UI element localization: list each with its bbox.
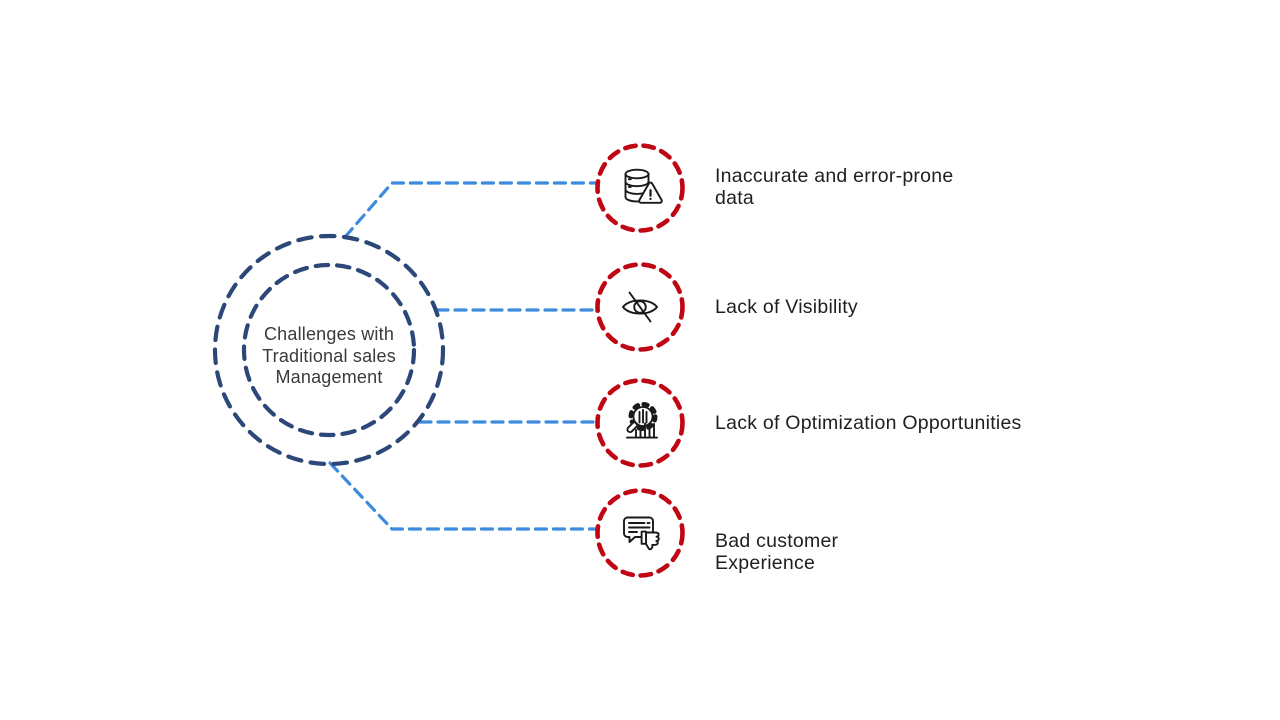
- gear-teeth: [628, 401, 658, 432]
- speech-bubble: [623, 516, 654, 543]
- center-outer-ring: [212, 233, 446, 467]
- item-label-3: Lack of Optimization Opportunities: [715, 412, 1022, 434]
- center-inner-ring: [241, 262, 417, 438]
- database-top: [624, 168, 650, 180]
- connector-lines: [328, 181, 599, 531]
- lens-bars: [638, 408, 648, 424]
- connector-line-4: [328, 461, 598, 531]
- eye-slash: [628, 291, 652, 323]
- item-label-2: Lack of Visibility: [715, 296, 858, 318]
- item-icons: [622, 168, 663, 551]
- thumbs-down-cuff: [640, 530, 647, 545]
- magnifier-handle: [626, 420, 639, 433]
- chat-thumbs-down-icon: [623, 516, 660, 551]
- optimization-search-icon: [626, 401, 658, 439]
- item-label-4: Bad customer Experience: [715, 530, 839, 574]
- center-label-line-2: Traditional sales: [262, 345, 396, 366]
- item-ring-3: [595, 378, 685, 468]
- connector-line-1: [343, 181, 599, 239]
- item-rings: [595, 143, 685, 578]
- item-label-1: Inaccurate and error-prone data: [715, 165, 954, 209]
- item-ring-1: [595, 143, 685, 233]
- eye-off-icon: [622, 291, 658, 323]
- item-ring-4: [595, 488, 685, 578]
- chart-bars: [635, 422, 655, 439]
- database-error-icon: [624, 168, 663, 204]
- eye-pupil: [633, 300, 647, 314]
- center-label: Challenges with Traditional sales Manage…: [229, 324, 429, 389]
- speech-lines: [628, 522, 651, 533]
- database-ticks: [627, 178, 632, 188]
- eye-outline: [622, 299, 658, 315]
- thumbs-down-hand: [644, 531, 660, 551]
- center-label-line-3: Management: [275, 367, 383, 387]
- item-ring-2: [595, 262, 685, 352]
- lens-circle: [632, 405, 654, 428]
- center-label-line-1: Challenges with: [263, 324, 395, 344]
- database-band-1: [624, 180, 650, 188]
- center-circle: [212, 233, 446, 467]
- warning-exclamation-dot: [649, 197, 652, 201]
